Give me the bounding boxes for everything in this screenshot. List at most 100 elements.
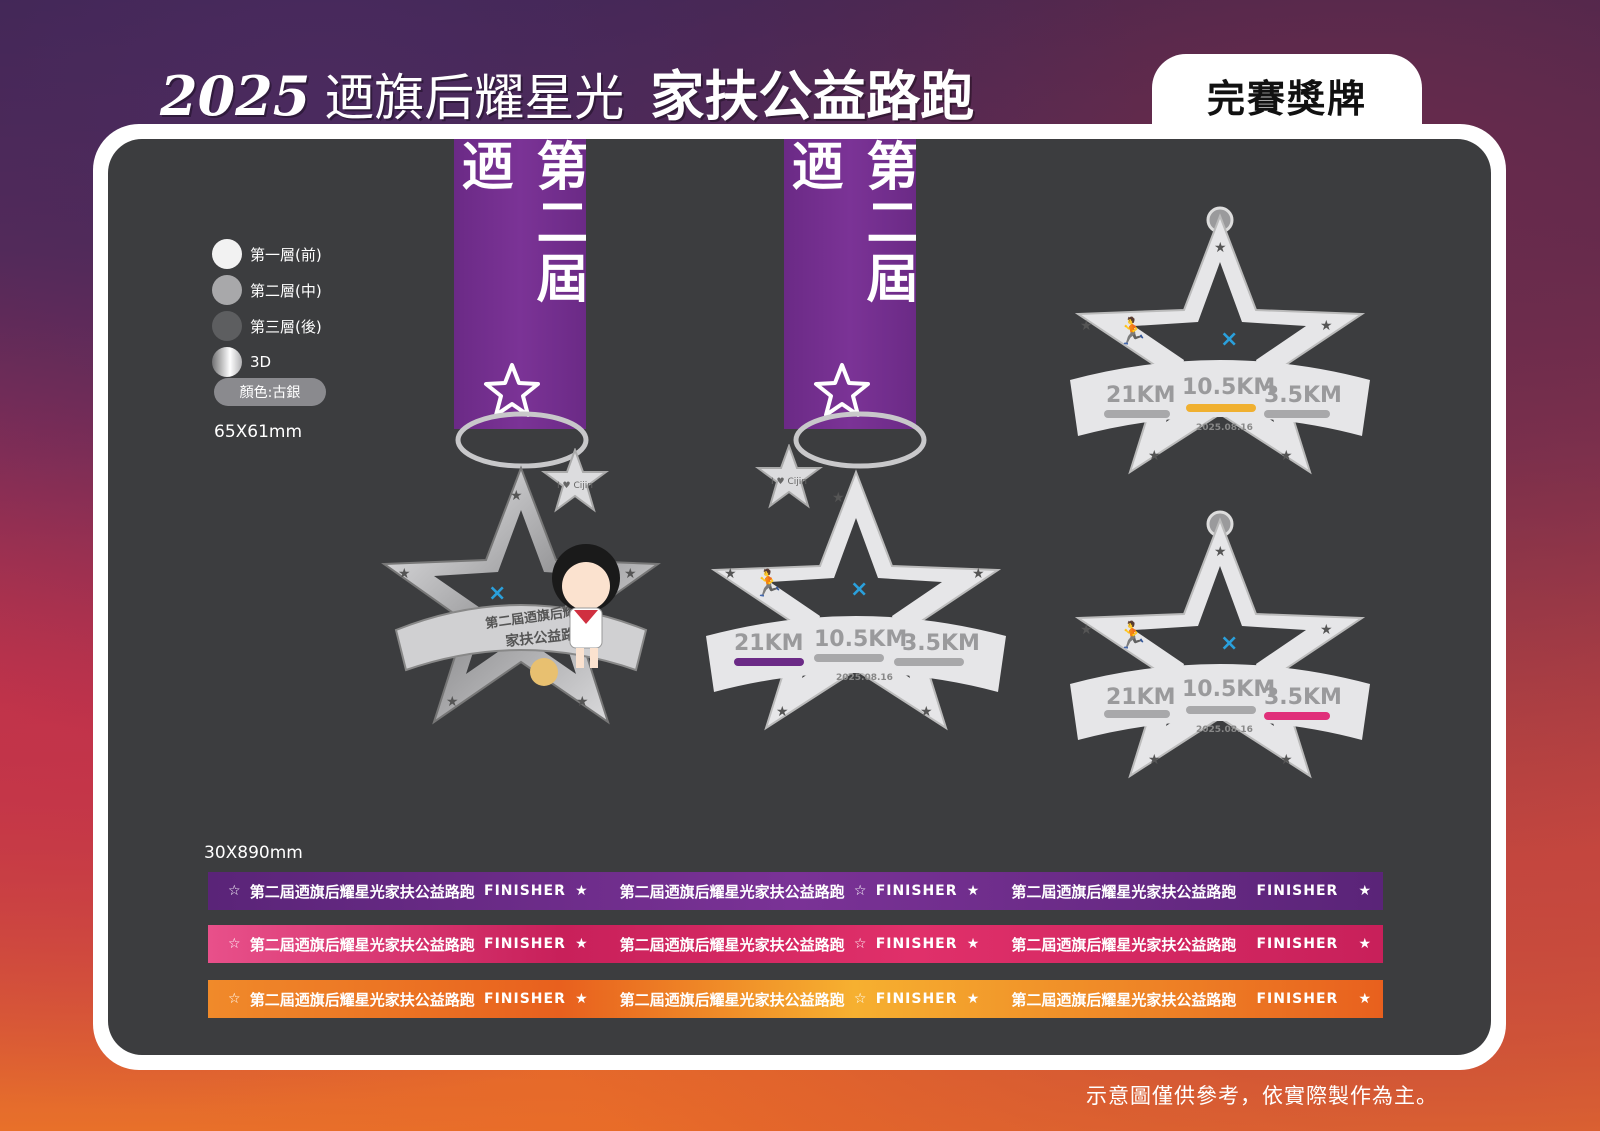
- small-star-icons: ★ ★ ★ ★ ★: [724, 490, 985, 720]
- svg-text:★: ★: [1320, 622, 1333, 638]
- layer-legend: 第一層(前) 第二層(中) 第三層(後) 3D: [212, 236, 322, 380]
- svg-text:★: ★: [1280, 448, 1293, 464]
- legend-item-3d: 3D: [212, 344, 322, 380]
- ribbon-purple: ☆ 第二屆迺旗后耀星光家扶公益路跑 FINISHER ★ 第二屆迺旗后耀星光家扶…: [208, 872, 1383, 910]
- svg-text:★: ★: [510, 488, 523, 504]
- x-mark-icon: ×: [488, 581, 506, 606]
- dist-21km: 21KM: [1106, 685, 1176, 710]
- ribbon-segment: 第二屆迺旗后耀星光家扶公益路跑 ☆ FINISHER ★: [619, 990, 980, 1009]
- bar-3-5km: [1264, 410, 1330, 418]
- cijin-tag-star-left: I ♥ Cijin: [540, 448, 610, 513]
- tab-label: 完賽獎牌: [1206, 77, 1367, 121]
- strap-text: 第二屆迺: [784, 139, 916, 307]
- bar-21km: [734, 658, 804, 666]
- svg-text:★: ★: [624, 566, 637, 582]
- legend-item-middle: 第二層(中): [212, 272, 322, 308]
- swatch-middle-icon: [212, 275, 242, 305]
- medal-ring-left: [455, 411, 589, 469]
- bar-10-5km: [814, 654, 884, 662]
- x-mark-icon: ×: [850, 577, 868, 602]
- bar-3-5km: [1264, 712, 1330, 720]
- small-star-icons: ★ ★ ★ ★ ★: [398, 488, 637, 710]
- strap-text: 第二屆迺: [454, 139, 586, 307]
- bar-21km: [1104, 410, 1170, 418]
- tag-text: I ♥ Cijin: [557, 481, 593, 491]
- color-note-badge: 顏色:古銀: [214, 378, 326, 406]
- svg-text:🏃: 🏃: [752, 568, 784, 599]
- runner-icons: 🏃: [752, 568, 784, 599]
- dist-3-5km: 3.5KM: [1264, 383, 1342, 408]
- ribbon-segment: ☆ 第二屆迺旗后耀星光家扶公益路跑 FINISHER ★: [228, 935, 588, 954]
- svg-text:★: ★: [1214, 544, 1227, 560]
- medal-ring-right: [793, 411, 927, 469]
- medal-date: 2025.08.16: [1196, 725, 1253, 735]
- svg-text:★: ★: [776, 704, 789, 720]
- ribbon-pink: ☆ 第二屆迺旗后耀星光家扶公益路跑 FINISHER ★ 第二屆迺旗后耀星光家扶…: [208, 925, 1383, 963]
- svg-text:★: ★: [1320, 318, 1333, 334]
- medal-back-3-5km: 🏃 × 21KM 10.5KM 3.5KM 2025.08.16 ★ ★ ★ ★…: [1070, 510, 1370, 779]
- ribbon-segment: 第二屆迺旗后耀星光家扶公益路跑 FINISHER ★: [1011, 935, 1372, 954]
- star-icon: ★: [966, 991, 980, 1007]
- svg-text:★: ★: [972, 566, 985, 582]
- page-title: 2025 迺旗后耀星光 家扶公益路跑: [160, 52, 974, 128]
- swatch-back-icon: [212, 311, 242, 341]
- star-icon: ☆: [853, 991, 867, 1007]
- dist-3-5km: 3.5KM: [902, 631, 980, 656]
- medal-size-label: 65X61mm: [214, 422, 303, 442]
- svg-text:★: ★: [446, 694, 459, 710]
- svg-text:★: ★: [832, 490, 845, 506]
- star-icon: ☆: [853, 936, 867, 952]
- tag-text: I ♥ Cijin: [771, 477, 807, 487]
- star-icon: ☆: [228, 936, 241, 952]
- mascot-girl-icon: [552, 544, 620, 668]
- bar-21km: [1104, 710, 1170, 718]
- lanyard-strap-left: 第二屆迺: [454, 139, 586, 429]
- title-event: 家扶公益路跑: [650, 65, 975, 128]
- title-place: 迺旗后耀星光: [324, 69, 625, 127]
- svg-text:🏃: 🏃: [1116, 316, 1148, 347]
- dist-21km: 21KM: [734, 631, 804, 656]
- star-icon: ★: [1358, 936, 1372, 952]
- cijin-tag-star-right: I ♥ Cijin: [754, 444, 824, 509]
- ribbon-size-label: 30X890mm: [204, 843, 303, 863]
- ribbon-segment: ☆ 第二屆迺旗后耀星光家扶公益路跑 FINISHER ★: [228, 990, 588, 1009]
- bar-10-5km: [1186, 404, 1256, 412]
- ribbon-segment: 第二屆迺旗后耀星光家扶公益路跑 FINISHER ★: [1011, 882, 1372, 901]
- star-icon: ★: [575, 936, 588, 952]
- runner-icons: 🏃: [1116, 620, 1148, 651]
- star-icon: ★: [966, 883, 980, 899]
- ribbon-segment: 第二屆迺旗后耀星光家扶公益路跑 ☆ FINISHER ★: [619, 882, 980, 901]
- svg-text:★: ★: [1080, 622, 1093, 638]
- svg-text:★: ★: [1148, 752, 1161, 768]
- star-icon: ★: [575, 883, 588, 899]
- runner-icons: 🏃: [1116, 316, 1148, 347]
- ribbon-segment: 第二屆迺旗后耀星光家扶公益路跑 ☆ FINISHER ★: [619, 935, 980, 954]
- dist-3-5km: 3.5KM: [1264, 685, 1342, 710]
- disclaimer-text: 示意圖僅供參考，依實際製作為主。: [1086, 1084, 1438, 1108]
- medal-date: 2025.08.16: [836, 673, 893, 683]
- medal-3d-front: 第二屆迺旗后耀星光 家扶公益路跑 × ★ ★ ★ ★ ★: [381, 465, 661, 725]
- mascot-dog-icon: [530, 658, 558, 686]
- star-icon: ★: [1358, 883, 1372, 899]
- bar-3-5km: [894, 658, 964, 666]
- medal-back-10-5km: 🏃 × 21KM 10.5KM 3.5KM 2025.08.16 ★ ★ ★ ★…: [1070, 206, 1370, 475]
- legend-item-front: 第一層(前): [212, 236, 322, 272]
- medal-date: 2025.08.16: [1196, 423, 1253, 433]
- star-icon: ★: [1358, 991, 1372, 1007]
- star-icon: ☆: [228, 883, 241, 899]
- star-icon: ★: [575, 991, 588, 1007]
- swatch-3d-icon: [212, 347, 242, 377]
- ribbon-segment: ☆ 第二屆迺旗后耀星光家扶公益路跑 FINISHER ★: [228, 882, 588, 901]
- star-icon: ☆: [228, 991, 241, 1007]
- small-star-icons: ★ ★ ★ ★ ★: [1080, 240, 1333, 464]
- small-star-icons: ★ ★ ★ ★ ★: [1080, 544, 1333, 768]
- svg-text:★: ★: [1148, 448, 1161, 464]
- star-outline-icon: [484, 363, 540, 417]
- dist-21km: 21KM: [1106, 383, 1176, 408]
- star-outline-icon: [814, 363, 870, 417]
- svg-text:★: ★: [1080, 318, 1093, 334]
- dist-10-5km: 10.5KM: [1182, 677, 1275, 702]
- title-year: 2025: [160, 64, 311, 128]
- svg-text:★: ★: [724, 566, 737, 582]
- svg-text:★: ★: [398, 566, 411, 582]
